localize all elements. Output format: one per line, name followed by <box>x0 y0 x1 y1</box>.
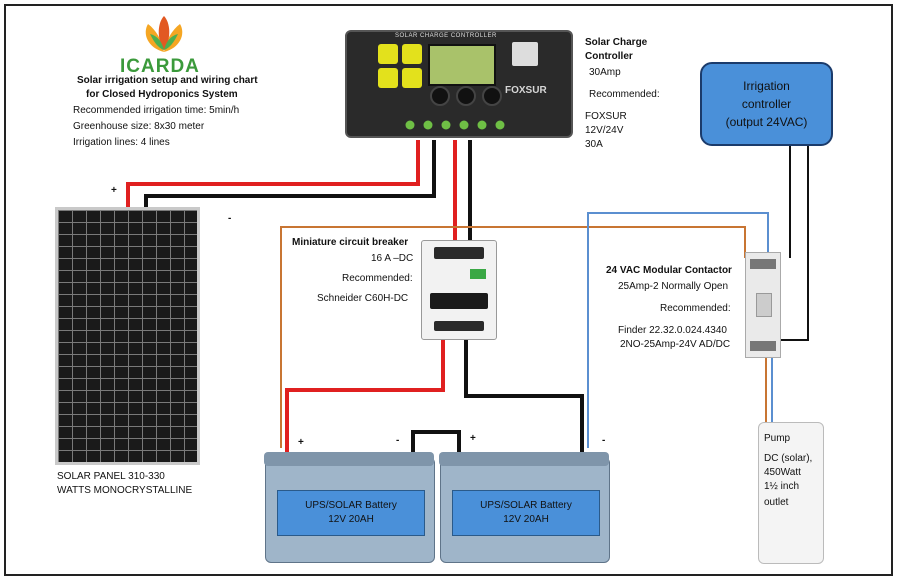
controller-indicator <box>402 44 422 64</box>
contactor-recommended: Recommended: <box>660 303 731 314</box>
icarda-logo-text: ICARDA <box>120 56 200 77</box>
battery-2: UPS/SOLAR Battery 12V 20AH <box>439 452 610 563</box>
contactor-title: 24 VAC Modular Contactor <box>606 265 732 276</box>
battery-2-minus: - <box>602 435 606 446</box>
panel-plus: + <box>111 185 117 196</box>
controller-indicator <box>378 44 398 64</box>
controller-model: FOXSUR <box>585 111 627 122</box>
controller-title-line2: Controller <box>585 51 633 62</box>
controller-button <box>430 86 450 106</box>
controller-title-line1: Solar Charge <box>585 37 648 48</box>
contactor-spec: 2NO-25Amp-24V AD/DC <box>620 339 731 350</box>
controller-voltage: 12V/24V <box>585 125 624 136</box>
intro-title-line2: for Closed Hydroponics System <box>86 89 238 100</box>
wire-breaker-battery-negative <box>464 338 584 452</box>
battery-2-label: UPS/SOLAR Battery 12V 20AH <box>452 490 600 536</box>
panel-label-line2: WATTS MONOCRYSTALLINE <box>57 485 193 496</box>
circuit-breaker-device <box>421 240 497 340</box>
pump-line3: 450Watt <box>764 467 801 478</box>
intro-line3: Irrigation lines: 4 lines <box>73 137 170 148</box>
usb-port-icon <box>512 42 538 66</box>
wire-blue <box>587 212 769 448</box>
breaker-recommended: Recommended: <box>342 273 413 284</box>
pump-line4: 1½ inch <box>764 481 800 492</box>
battery-1-line1: UPS/SOLAR Battery <box>305 500 397 511</box>
contactor-model: Finder 22.32.0.024.4340 <box>618 325 727 336</box>
controller-recommended: Recommended: <box>589 89 660 100</box>
irrigation-line2: controller <box>741 97 792 111</box>
panel-label-line1: SOLAR PANEL 310-330 <box>57 471 165 482</box>
controller-indicator <box>378 68 398 88</box>
breaker-model: Schneider C60H-DC <box>317 293 409 304</box>
controller-indicator <box>402 68 422 88</box>
contactor-device <box>745 252 781 358</box>
battery-1-label: UPS/SOLAR Battery 12V 20AH <box>277 490 425 536</box>
battery-1-plus: + <box>298 437 304 448</box>
wire-brown <box>280 226 746 448</box>
irrigation-controller-box: Irrigation controller (output 24VAC) <box>700 62 833 146</box>
wire-battery-link <box>411 430 461 452</box>
pump-device <box>758 422 824 564</box>
breaker-title: Miniature circuit breaker <box>292 237 409 248</box>
panel-minus: - <box>228 213 232 224</box>
intro-title-line1: Solar irrigation setup and wiring chart <box>77 75 258 86</box>
irrigation-line1: Irrigation <box>743 79 790 93</box>
battery-1-minus: - <box>396 435 400 446</box>
intro-line1: Recommended irrigation time: 5min/h <box>73 105 240 116</box>
breaker-rating: 16 A –DC <box>371 253 414 264</box>
controller-rating: 30Amp <box>589 67 621 78</box>
irrigation-line3: (output 24VAC) <box>725 115 808 129</box>
controller-terminals <box>405 120 505 130</box>
controller-brand: FOXSUR <box>505 85 547 96</box>
intro-line2: Greenhouse size: 8x30 meter <box>73 121 205 132</box>
wire-breaker-battery-positive <box>285 338 445 452</box>
controller-current: 30A <box>585 139 603 150</box>
pump-line1: Pump <box>764 433 791 444</box>
icarda-leaf-icon <box>145 16 183 52</box>
controller-lcd <box>428 44 496 86</box>
battery-2-plus: + <box>470 433 476 444</box>
controller-button <box>482 86 502 106</box>
battery-1-line2: 12V 20AH <box>328 514 374 525</box>
battery-1: UPS/SOLAR Battery 12V 20AH <box>264 452 435 563</box>
diagram-frame <box>4 4 893 576</box>
pump-line2: DC (solar), <box>764 453 813 464</box>
battery-2-line2: 12V 20AH <box>503 514 549 525</box>
controller-device-label: SOLAR CHARGE CONTROLLER <box>395 33 497 39</box>
wire-panel-negative <box>144 140 436 207</box>
wire-panel-positive <box>126 140 420 207</box>
pump-line5: outlet <box>764 497 789 508</box>
contactor-rating: 25Amp-2 Normally Open <box>618 281 729 292</box>
solar-panel <box>55 207 200 465</box>
wire-irr-ctrl-2 <box>776 146 809 341</box>
controller-button <box>456 86 476 106</box>
battery-2-line1: UPS/SOLAR Battery <box>480 500 572 511</box>
